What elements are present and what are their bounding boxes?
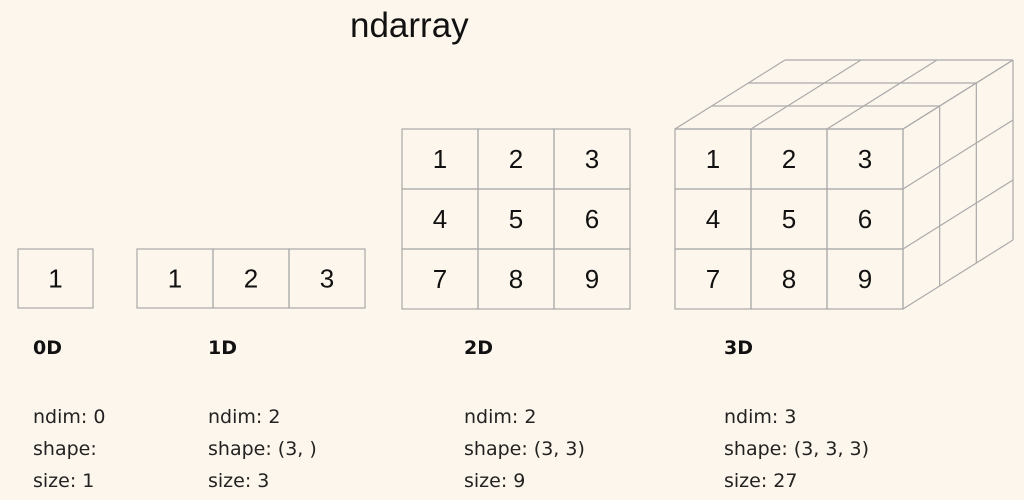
array-0d-label: 0D	[33, 337, 62, 359]
array-1d-cell-value: 3	[320, 264, 334, 294]
array-2d-grid: 1 2 3 4 5 6 7 8 9	[401, 128, 631, 310]
array-2d-cell-value: 1	[433, 144, 447, 174]
array-3d-cell-value: 4	[706, 204, 720, 234]
array-3d-cell-value: 6	[858, 204, 872, 234]
array-3d-ndim: ndim: 3	[724, 406, 797, 428]
array-2d-cell-value: 4	[433, 204, 447, 234]
array-3d-top-edge	[674, 59, 786, 130]
array-3d-top-edge	[826, 59, 938, 130]
array-1d-info: 1D ndim: 2 shape: (3, ) size: 3	[208, 337, 317, 497]
array-0d-grid: 1	[17, 248, 94, 309]
array-3d-shape: shape: (3, 3, 3)	[724, 438, 870, 460]
array-3d-side-edge	[902, 59, 1014, 130]
array-3d-info: 3D ndim: 3 shape: (3, 3, 3) size: 27	[724, 337, 869, 497]
array-0d-info: 0D ndim: 0 shape: size: 1	[33, 337, 105, 497]
array-1d-cell	[288, 248, 366, 309]
array-3d-cell-value: 7	[706, 264, 720, 294]
array-1d-label: 1D	[208, 337, 237, 359]
array-0d-size: size: 1	[33, 470, 95, 492]
array-3d-cell-value: 3	[858, 144, 872, 174]
array-1d-cell-value: 1	[168, 264, 182, 294]
array-1d-ndim: ndim: 2	[208, 406, 281, 428]
array-3d-cell-value: 5	[782, 204, 796, 234]
array-0d-cell	[17, 248, 94, 309]
array-2d-cell-value: 2	[509, 144, 523, 174]
diagram-title: ndarray	[350, 6, 469, 45]
array-3d-cell-value: 2	[782, 144, 796, 174]
array-3d-cell-value: 1	[706, 144, 720, 174]
array-1d-shape: shape: (3, )	[208, 438, 317, 460]
array-3d-top-edge	[750, 59, 862, 130]
array-2d-cell-value: 6	[585, 204, 599, 234]
array-3d-cell-value: 9	[858, 264, 872, 294]
array-3d-side-edge	[902, 119, 1014, 190]
array-2d-cell-value: 9	[585, 264, 599, 294]
array-2d-size: size: 9	[464, 470, 526, 492]
array-3d-cube: 1 2 3 4 5 6 7 8 9	[674, 59, 1014, 310]
ndarray-diagram: 1 1 2 3 1 2 3 4 5 6 7 8 9 1 2 3 4 5 6 7 8 9	[17, 59, 1014, 310]
array-2d-cell-value: 3	[585, 144, 599, 174]
array-0d-shape: shape:	[33, 438, 97, 460]
array-1d-size: size: 3	[208, 470, 270, 492]
array-2d-ndim: ndim: 2	[464, 406, 537, 428]
array-2d-cell-value: 5	[509, 204, 523, 234]
array-3d-label: 3D	[724, 337, 753, 359]
array-3d-side-edge	[902, 179, 1014, 250]
array-2d-cell-value: 8	[509, 264, 523, 294]
array-2d-cell-value: 7	[433, 264, 447, 294]
array-2d-label: 2D	[464, 337, 493, 359]
array-1d-cell-value: 2	[244, 264, 258, 294]
array-2d-info: 2D ndim: 2 shape: (3, 3) size: 9	[464, 337, 585, 497]
array-3d-side-edge	[902, 239, 1014, 310]
array-3d-cell-value: 8	[782, 264, 796, 294]
array-1d-grid: 1 2 3	[136, 248, 366, 309]
array-2d-shape: shape: (3, 3)	[464, 438, 585, 460]
array-3d-size: size: 27	[724, 470, 798, 492]
array-0d-cell-value: 1	[48, 264, 62, 294]
array-2d-cell	[553, 248, 631, 310]
array-3d-cell	[826, 248, 904, 310]
array-0d-ndim: ndim: 0	[33, 406, 106, 428]
